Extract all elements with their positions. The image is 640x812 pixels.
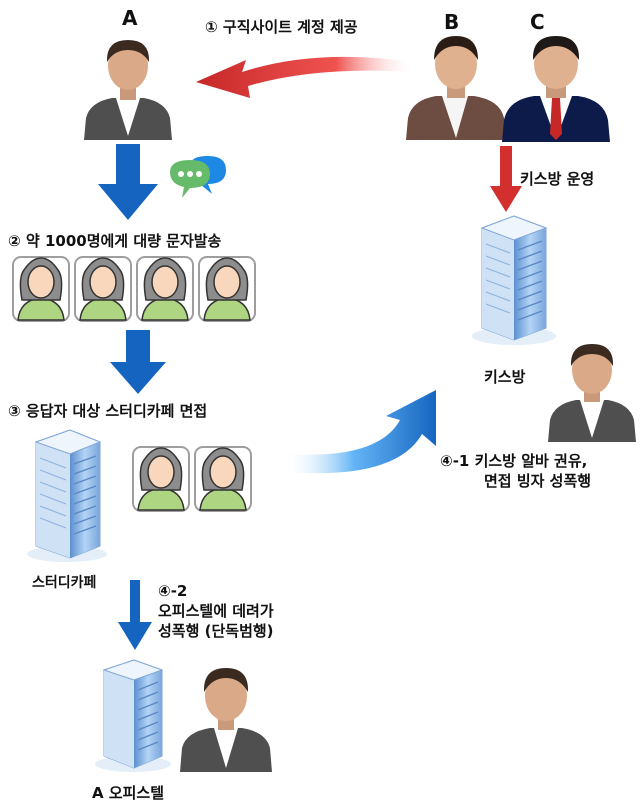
person-b-icon [406,36,506,140]
person-label-c: C [530,10,545,34]
person-label-a: A [122,6,138,30]
kiss-room-label: 키스방 [484,368,526,386]
step4-2-line3: 성폭행 (단독범행) [158,622,274,640]
blue-arrow-down-1 [98,144,158,220]
blue-arrow-down-2 [110,330,166,394]
red-arrow-down-operate [490,146,522,212]
victim-woman-icon [74,256,132,322]
kiss-room-operate-label: 키스방 운영 [520,170,595,188]
person-label-b: B [444,10,460,34]
chat-bubble-icon [170,156,226,198]
step4-1-line2: 면접 빙자 성폭행 [484,472,592,490]
blue-arrow-down-3 [118,580,152,650]
victim-woman-icon [136,256,194,322]
blue-arrow-curve-to-kiss-room [286,390,436,474]
victim-woman-icon [12,256,70,322]
step1-label: ① 구직사이트 계정 제공 [205,18,358,36]
victim-woman-icon [132,446,190,512]
person-c-icon [502,36,610,142]
study-cafe-label: 스터디카페 [32,575,97,591]
officetel-label: A 오피스텔 [92,784,165,802]
person-a-icon [84,40,172,140]
red-arrow-provide-account [196,56,412,98]
study-cafe-building-icon [27,429,107,562]
step3-label: ③ 응답자 대상 스터디카페 면접 [8,402,208,420]
step2-label: ② 약 1000명에게 대량 문자발송 [8,232,222,250]
person-a-officetel-icon [180,668,272,772]
kiss-room-building-icon [472,215,556,345]
victim-woman-icon [194,446,252,512]
victims-row-2 [130,444,258,516]
victims-row-1 [10,254,260,326]
step4-1-line1: ④-1 키스방 알바 권유, [440,452,588,470]
step4-2-line2: 오피스텔에 데려가 [158,602,274,620]
officetel-building-icon [95,659,171,772]
step4-2-line1: ④-2 [158,582,188,600]
person-a-kiss-room-icon [548,344,636,442]
victim-woman-icon [198,256,256,322]
